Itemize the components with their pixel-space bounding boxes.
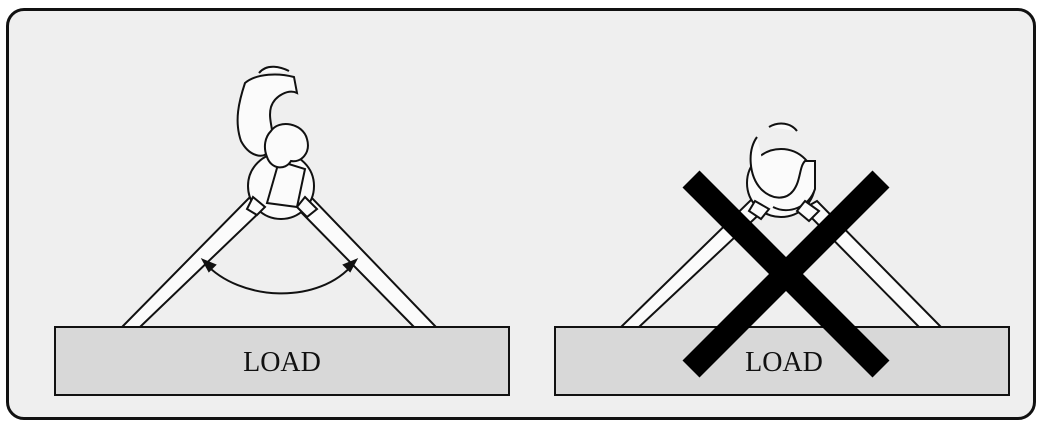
right-hook-icon — [746, 122, 821, 223]
correct-sling-diagram: LOAD — [54, 65, 510, 396]
sling-angle-arc — [200, 257, 359, 295]
right-load-block — [554, 326, 1010, 396]
diagram-panel: LOAD LOAD — [6, 8, 1036, 420]
left-hook-icon — [236, 65, 319, 220]
left-load-label: LOAD — [243, 347, 321, 378]
sling-diagrams: LOAD LOAD — [54, 65, 1010, 396]
right-load-label: LOAD — [745, 347, 823, 378]
incorrect-sling-diagram: LOAD — [554, 122, 1010, 396]
cross-out-icon — [682, 170, 890, 378]
left-load-block — [54, 326, 510, 396]
